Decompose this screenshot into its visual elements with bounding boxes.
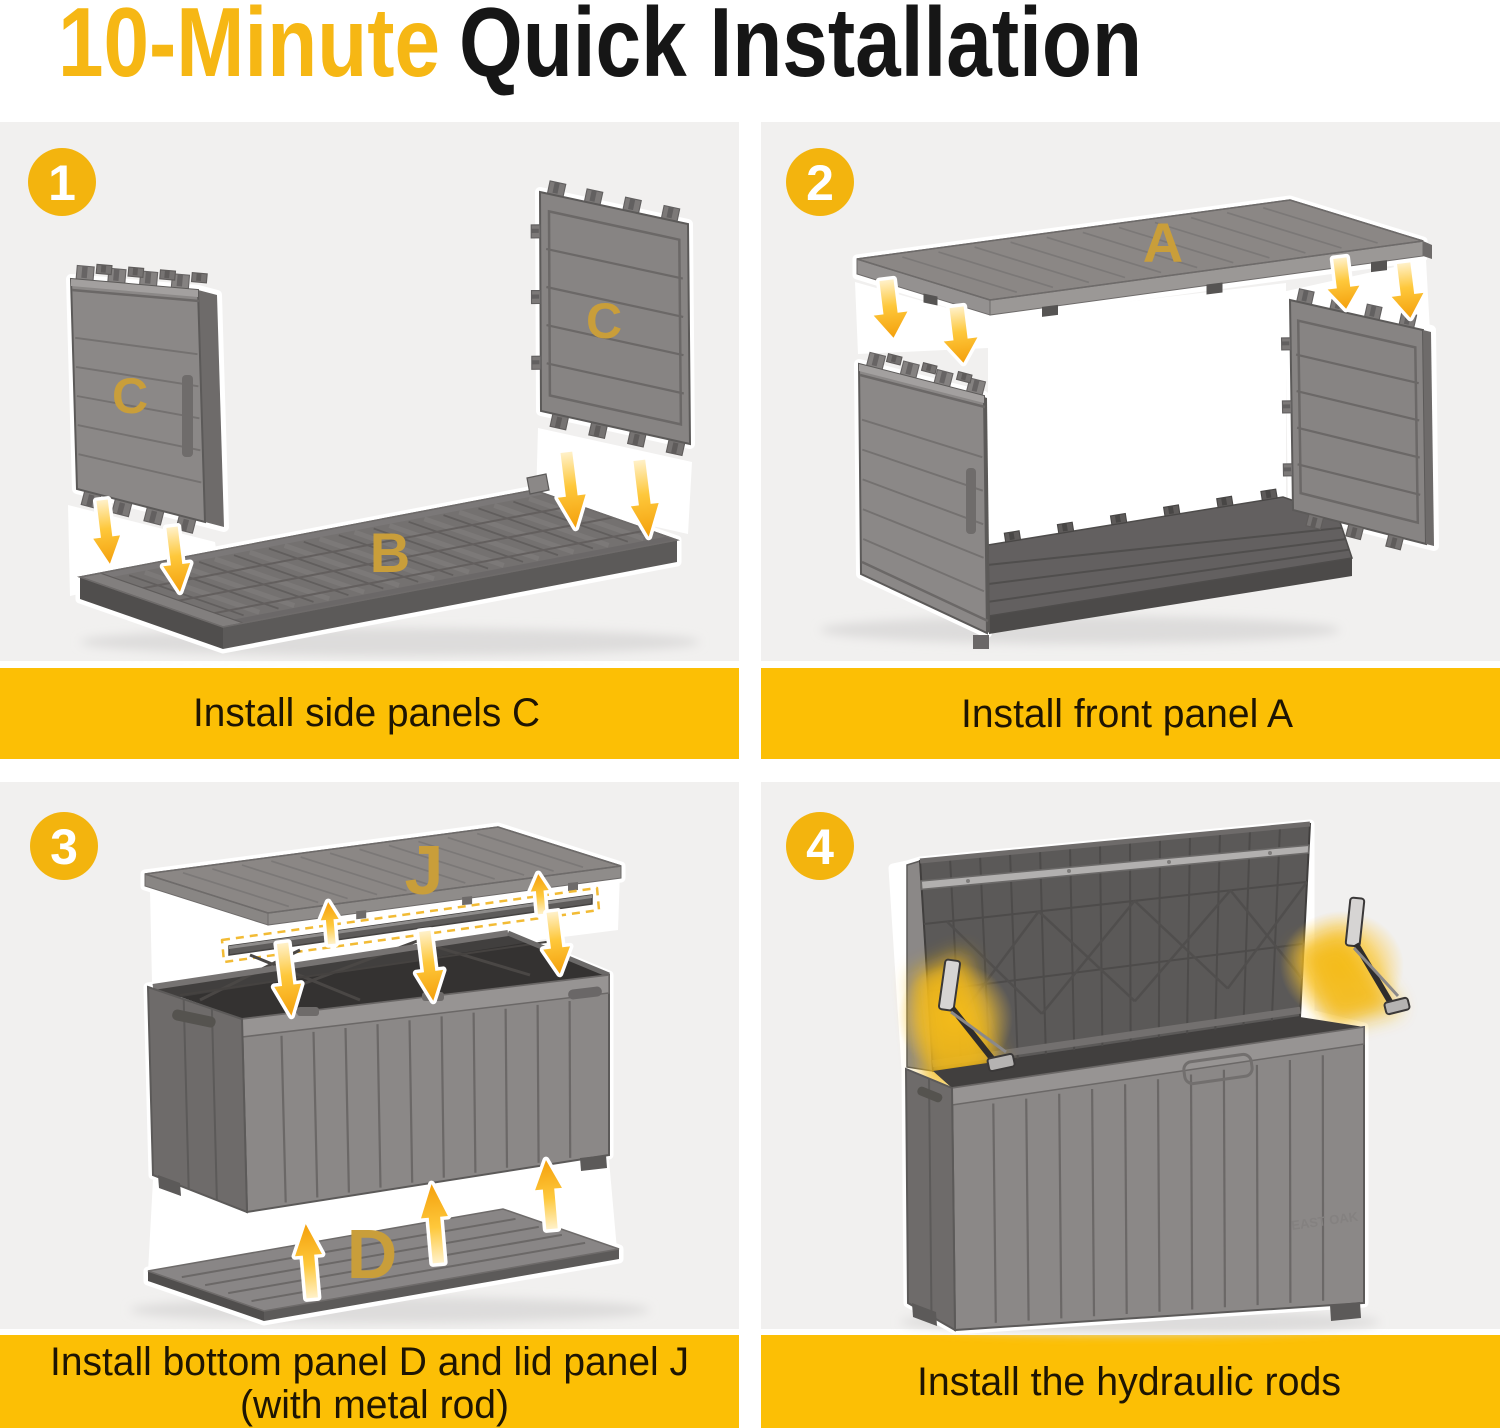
svg-text:4: 4 (806, 819, 834, 875)
svg-text:B: B (370, 521, 410, 584)
svg-text:C: C (586, 293, 622, 349)
svg-text:Install the hydraulic rods: Install the hydraulic rods (917, 1360, 1341, 1404)
svg-text:A: A (1143, 211, 1183, 274)
svg-text:10-Minute: 10-Minute (58, 0, 440, 97)
svg-text:C: C (112, 368, 148, 424)
svg-text:J: J (405, 831, 444, 909)
svg-text:(with metal rod): (with metal rod) (240, 1383, 509, 1427)
svg-text:1: 1 (48, 155, 76, 211)
svg-text:D: D (347, 1215, 398, 1293)
svg-text:2: 2 (806, 155, 834, 211)
svg-text:3: 3 (50, 819, 78, 875)
svg-text:Install bottom panel D and lid: Install bottom panel D and lid panel J (50, 1340, 689, 1384)
svg-text:Quick Installation: Quick Installation (459, 0, 1142, 97)
svg-text:Install front panel A: Install front panel A (961, 692, 1293, 736)
svg-text:Install side panels C: Install side panels C (193, 691, 540, 735)
